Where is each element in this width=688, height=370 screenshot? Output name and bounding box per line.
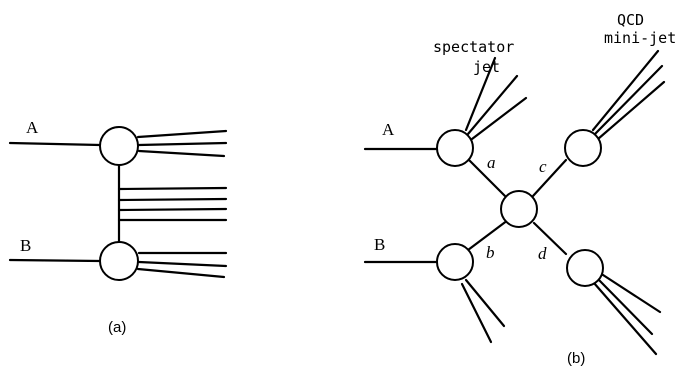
internal-line-c (531, 158, 568, 198)
label-d: d (538, 244, 547, 263)
vertex-a-top (99, 126, 139, 166)
middle-jet-line (117, 197, 228, 202)
vertex-lower-right (566, 249, 604, 287)
upper-jet-line (137, 141, 228, 147)
vertex-central (500, 190, 538, 228)
label-spectator: spectator (433, 38, 514, 56)
label-A-b: A (382, 120, 395, 139)
middle-jet-line (117, 207, 228, 212)
upper-jet-line (137, 149, 226, 158)
label-spectator-jet: jet (473, 58, 500, 76)
label-mini-jet: mini-jet (604, 29, 676, 47)
middle-jet-line (117, 186, 228, 191)
vertex-upper-right (564, 129, 602, 167)
bottom-left-jet-line (460, 282, 493, 344)
upper-jet-line (136, 129, 228, 139)
incoming-line-a (8, 141, 102, 147)
vertex-upper-left (436, 129, 474, 167)
incoming-line-b (8, 258, 102, 263)
bottom-left-jet-line (464, 278, 506, 328)
label-qcd: QCD (617, 11, 644, 29)
vertex-a-bottom (99, 241, 139, 281)
caption-b: (b) (567, 350, 585, 367)
minijet-line (593, 64, 664, 136)
label-c: c (539, 157, 547, 176)
internal-line-b (466, 218, 510, 252)
label-A-a: A (26, 118, 39, 137)
caption-a: (a) (108, 319, 126, 336)
bottom-right-jet-line (598, 271, 662, 314)
vertex-lower-left (436, 243, 474, 281)
spectator-jet-line (466, 74, 519, 136)
label-a: a (487, 153, 496, 172)
minijet-line (596, 80, 666, 141)
label-b: b (486, 243, 495, 262)
label-B-a: B (20, 236, 31, 255)
bottom-right-jet-line (596, 277, 654, 336)
diagram-a: A B (a) (8, 118, 228, 336)
internal-line-d (532, 221, 568, 256)
label-B-b: B (374, 235, 385, 254)
lower-jet-line (137, 260, 228, 268)
diagram-b: A B a b c d spectator jet QCD mini-jet (… (363, 11, 676, 367)
minijet-line (591, 49, 660, 132)
spectator-jet-line (464, 56, 497, 132)
spectator-jet-line (470, 96, 528, 141)
bottom-right-jet-line (592, 281, 658, 356)
lower-jet-line (136, 267, 226, 279)
internal-line-a (466, 157, 510, 201)
